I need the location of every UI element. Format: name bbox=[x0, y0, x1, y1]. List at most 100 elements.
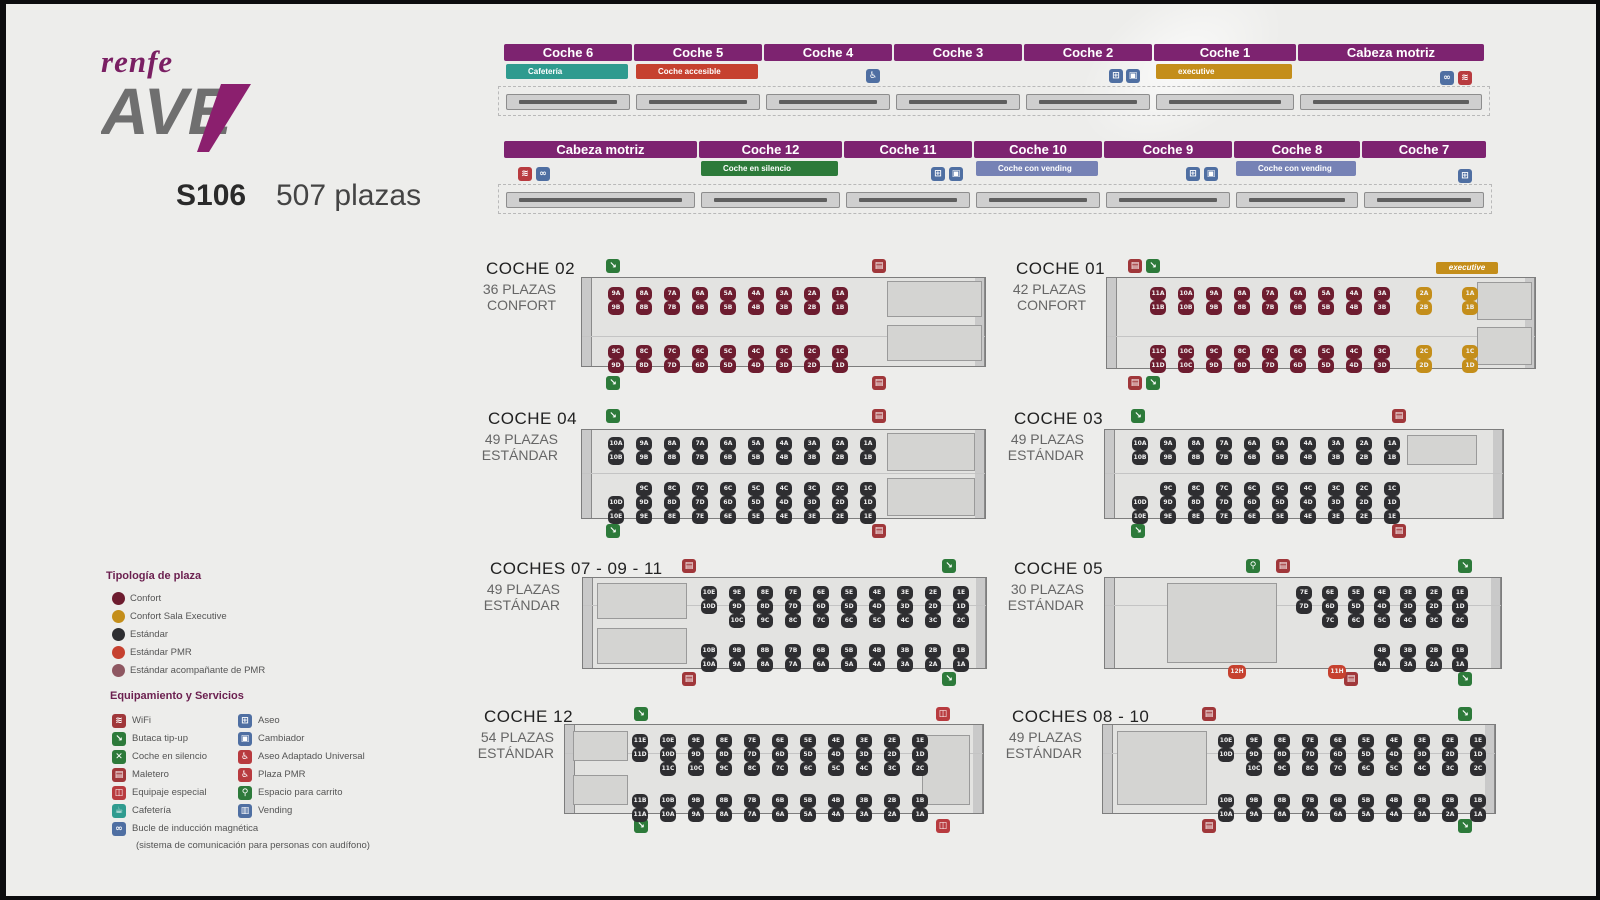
seat[interactable]: 5D bbox=[748, 496, 764, 510]
seat[interactable]: 10D bbox=[1132, 496, 1148, 510]
seat[interactable]: 7B bbox=[1302, 794, 1318, 808]
seat[interactable]: 3B bbox=[897, 644, 913, 658]
seat[interactable]: 2C bbox=[832, 482, 848, 496]
seat[interactable]: 3A bbox=[1328, 437, 1344, 451]
seat[interactable]: 3A bbox=[1374, 287, 1390, 301]
seat[interactable]: 6C bbox=[692, 345, 708, 359]
seat[interactable]: 10B bbox=[608, 451, 624, 465]
seat[interactable]: 1B bbox=[953, 644, 969, 658]
seat[interactable]: 8B bbox=[757, 644, 773, 658]
seat[interactable]: 9B bbox=[1206, 301, 1222, 315]
seat[interactable]: 3E bbox=[804, 510, 820, 524]
seat[interactable]: 7B bbox=[664, 301, 680, 315]
seat[interactable]: 6E bbox=[772, 734, 788, 748]
car-tab[interactable]: Coche 11 bbox=[844, 141, 972, 158]
seat[interactable]: 1C bbox=[860, 482, 876, 496]
seat[interactable]: 11D bbox=[1150, 359, 1166, 373]
seat[interactable]: 5C bbox=[828, 762, 844, 776]
seat[interactable]: 4A bbox=[1300, 437, 1316, 451]
seat[interactable]: 3E bbox=[897, 586, 913, 600]
seat[interactable]: 4B bbox=[828, 794, 844, 808]
seat[interactable]: 6D bbox=[720, 496, 736, 510]
seat[interactable]: 7E bbox=[1216, 510, 1232, 524]
seat[interactable]: 4A bbox=[748, 287, 764, 301]
seat[interactable]: 7A bbox=[785, 658, 801, 672]
seat[interactable]: 5E bbox=[1272, 510, 1288, 524]
seat[interactable]: 8D bbox=[1188, 496, 1204, 510]
car-tab[interactable]: Cabeza motriz bbox=[1298, 44, 1484, 61]
seat[interactable]: 3D bbox=[1414, 748, 1430, 762]
seat[interactable]: 8B bbox=[636, 301, 652, 315]
seat[interactable]: 4C bbox=[1414, 762, 1430, 776]
seat[interactable]: 6A bbox=[772, 808, 788, 822]
seat[interactable]: 4B bbox=[1374, 644, 1390, 658]
seat[interactable]: 3D bbox=[804, 496, 820, 510]
seat[interactable]: 9B bbox=[1160, 451, 1176, 465]
seat[interactable]: 7B bbox=[692, 451, 708, 465]
seat[interactable]: 1C bbox=[832, 345, 848, 359]
seat[interactable]: 8B bbox=[1234, 301, 1250, 315]
seat[interactable]: 6C bbox=[1244, 482, 1260, 496]
pmr-seat[interactable]: 11H bbox=[1328, 665, 1346, 679]
seat[interactable]: 10C bbox=[1178, 359, 1194, 373]
seat[interactable]: 6D bbox=[1322, 600, 1338, 614]
seat[interactable]: 7C bbox=[1330, 762, 1346, 776]
seat[interactable]: 10D bbox=[1218, 748, 1234, 762]
seat[interactable]: 6A bbox=[1244, 437, 1260, 451]
seat[interactable]: 5A bbox=[748, 437, 764, 451]
seat[interactable]: 7C bbox=[813, 614, 829, 628]
seat[interactable]: 9E bbox=[636, 510, 652, 524]
seat[interactable]: 1C bbox=[1384, 482, 1400, 496]
seat[interactable]: 4A bbox=[828, 808, 844, 822]
seat[interactable]: 3A bbox=[776, 287, 792, 301]
seat[interactable]: 10B bbox=[660, 794, 676, 808]
seat[interactable]: 8A bbox=[636, 287, 652, 301]
seat[interactable]: 2D bbox=[804, 359, 820, 373]
seat[interactable]: 3B bbox=[1328, 451, 1344, 465]
seat[interactable]: 6C bbox=[720, 482, 736, 496]
seat[interactable]: 2B bbox=[1442, 794, 1458, 808]
seat[interactable]: 4E bbox=[776, 510, 792, 524]
seat[interactable]: 9C bbox=[757, 614, 773, 628]
seat[interactable]: 10C bbox=[1246, 762, 1262, 776]
seat[interactable]: 7E bbox=[785, 586, 801, 600]
seat[interactable]: 1B bbox=[1384, 451, 1400, 465]
seat[interactable]: 9E bbox=[688, 734, 704, 748]
seat[interactable]: 7E bbox=[1302, 734, 1318, 748]
seat[interactable]: 2A bbox=[832, 437, 848, 451]
seat[interactable]: 2C bbox=[1356, 482, 1372, 496]
seat[interactable]: 5D bbox=[1318, 359, 1334, 373]
seat[interactable]: 8D bbox=[1234, 359, 1250, 373]
seat[interactable]: 11A bbox=[1150, 287, 1166, 301]
seat[interactable]: 11A bbox=[632, 808, 648, 822]
car-tab[interactable]: Coche 3 bbox=[894, 44, 1022, 61]
seat[interactable]: 1A bbox=[1384, 437, 1400, 451]
seat[interactable]: 3A bbox=[1414, 808, 1430, 822]
seat[interactable]: 2A bbox=[1426, 658, 1442, 672]
seat[interactable]: 8C bbox=[785, 614, 801, 628]
seat[interactable]: 9B bbox=[1246, 794, 1262, 808]
seat[interactable]: 9C bbox=[1274, 762, 1290, 776]
seat[interactable]: 1E bbox=[1384, 510, 1400, 524]
seat[interactable]: 2E bbox=[1442, 734, 1458, 748]
seat[interactable]: 5D bbox=[1348, 600, 1364, 614]
seat[interactable]: 8B bbox=[1188, 451, 1204, 465]
seat[interactable]: 10A bbox=[1218, 808, 1234, 822]
seat[interactable]: 9D bbox=[1160, 496, 1176, 510]
seat[interactable]: 9C bbox=[636, 482, 652, 496]
seat[interactable]: 7A bbox=[1216, 437, 1232, 451]
seat[interactable]: 4D bbox=[1374, 600, 1390, 614]
seat[interactable]: 1A bbox=[1452, 658, 1468, 672]
seat[interactable]: 5C bbox=[869, 614, 885, 628]
seat[interactable]: 6A bbox=[813, 658, 829, 672]
seat[interactable]: 6C bbox=[800, 762, 816, 776]
seat[interactable]: 7D bbox=[785, 600, 801, 614]
executive-seat[interactable]: 2B bbox=[1416, 301, 1432, 315]
seat[interactable]: 4A bbox=[776, 437, 792, 451]
seat[interactable]: 5C bbox=[720, 345, 736, 359]
car-tab[interactable]: Coche 1 bbox=[1154, 44, 1296, 61]
seat[interactable]: 3B bbox=[856, 794, 872, 808]
car-tab[interactable]: Coche 10 bbox=[974, 141, 1102, 158]
seat[interactable]: 8C bbox=[744, 762, 760, 776]
seat[interactable]: 3D bbox=[856, 748, 872, 762]
